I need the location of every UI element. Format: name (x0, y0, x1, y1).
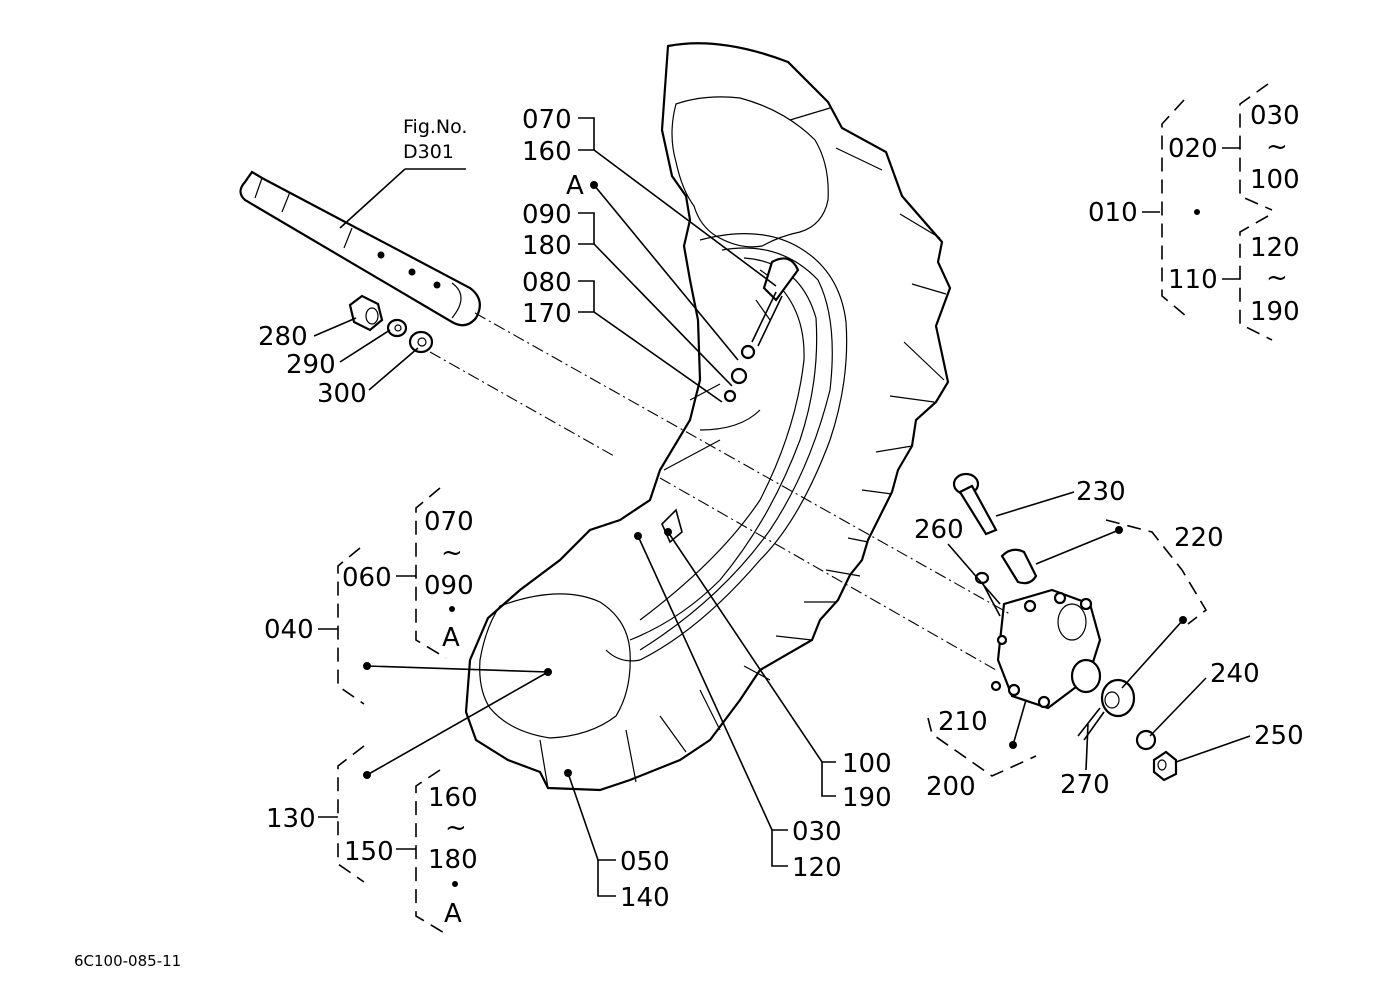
label-a-left-upper: A (442, 623, 460, 653)
label-050: 050 (620, 847, 670, 877)
label-250: 250 (1254, 721, 1304, 751)
valve-stem (723, 257, 800, 403)
axle-shaft (239, 170, 481, 327)
label-190: 190 (842, 783, 892, 813)
label-280: 280 (258, 322, 308, 352)
label-270: 270 (1060, 770, 1110, 800)
drawing-code: 6C100-085-11 (74, 952, 181, 970)
label-160-range-start: 160 (428, 783, 478, 813)
label-140: 140 (620, 883, 670, 913)
label-180-range-end: 180 (428, 845, 478, 875)
washer-300 (408, 330, 434, 354)
centerline-upper (474, 312, 1011, 615)
label-090-top: 090 (522, 200, 572, 230)
label-260: 260 (914, 515, 964, 545)
label-020: 020 (1168, 134, 1218, 164)
hub-assembly (990, 588, 1102, 710)
label-170: 170 (522, 299, 572, 329)
label-240: 240 (1210, 659, 1260, 689)
label-a-top: A (566, 171, 584, 201)
label-120: 120 (792, 853, 842, 883)
label-120-range-start: 120 (1250, 233, 1300, 263)
label-090-range-end: 090 (424, 571, 474, 601)
label-300: 300 (317, 379, 367, 409)
label-060: 060 (342, 563, 392, 593)
cotter-270 (1077, 707, 1105, 741)
label-220: 220 (1174, 523, 1224, 553)
figure-ref-number: D301 (403, 141, 454, 163)
collar-220b (1100, 678, 1136, 718)
label-100-range-end: 100 (1250, 165, 1300, 195)
label-010: 010 (1088, 198, 1138, 228)
label-130: 130 (266, 804, 316, 834)
label-210: 210 (938, 707, 988, 737)
label-100: 100 (842, 749, 892, 779)
nut-250 (1152, 750, 1178, 782)
label-110: 110 (1168, 265, 1218, 295)
label-030-range-start: 030 (1250, 101, 1300, 131)
label-190-range-end: 190 (1250, 297, 1300, 327)
label-080: 080 (522, 268, 572, 298)
collar-220a (1000, 548, 1038, 585)
label-180-top: 180 (522, 231, 572, 261)
washer-290 (386, 318, 408, 338)
label-070-range-start: 070 (424, 507, 474, 537)
label-160-top: 160 (522, 137, 572, 167)
label-030: 030 (792, 817, 842, 847)
label-a-left-lower: A (444, 899, 462, 929)
label-tilde-4: ~ (445, 813, 467, 843)
label-070-top: 070 (522, 105, 572, 135)
label-230: 230 (1076, 477, 1126, 507)
label-tilde-2: ~ (1266, 263, 1288, 293)
centerline-lower (429, 351, 997, 671)
bolt-230 (952, 472, 998, 536)
label-200: 200 (926, 772, 976, 802)
label-040: 040 (264, 615, 314, 645)
label-150: 150 (344, 837, 394, 867)
nut-280 (348, 294, 384, 332)
label-tilde-1: ~ (1266, 132, 1288, 162)
label-290: 290 (286, 350, 336, 380)
figure-ref-title: Fig.No. (403, 116, 467, 138)
leader-lines (313, 83, 1273, 935)
label-tilde-3: ~ (441, 538, 463, 568)
tire (464, 42, 952, 792)
